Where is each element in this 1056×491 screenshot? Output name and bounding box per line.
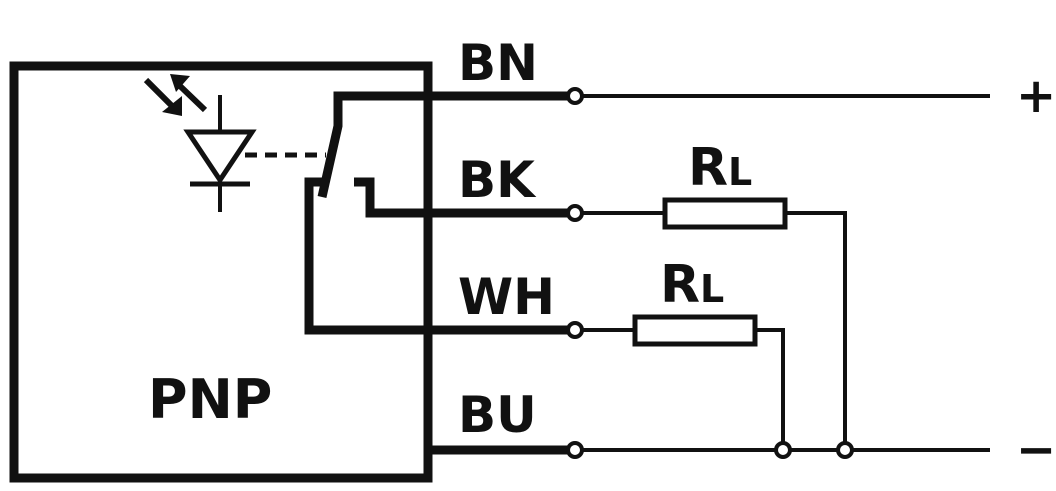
photodiode-icon (183, 95, 257, 212)
load-resistor-wh (632, 314, 758, 347)
wire-label-bk: BK (458, 151, 537, 209)
switch-contact (304, 91, 575, 455)
sensor-housing (9, 61, 433, 483)
light-arrows-icon (143, 77, 208, 113)
wire-label-bn: BN (458, 34, 538, 92)
terminal-nodes (566, 87, 854, 459)
load-resistor-bk (662, 197, 788, 230)
resistor-label-bk: RL (688, 138, 752, 198)
wire-label-bu: BU (458, 386, 537, 444)
external-wiring (575, 94, 990, 452)
sensor-type-label: PNP (148, 368, 272, 431)
wire-label-wh: WH (458, 268, 555, 326)
supply-positive-label: + (1016, 68, 1056, 124)
supply-negative-label: − (1016, 422, 1056, 478)
resistor-label-wh: RL (660, 255, 724, 315)
